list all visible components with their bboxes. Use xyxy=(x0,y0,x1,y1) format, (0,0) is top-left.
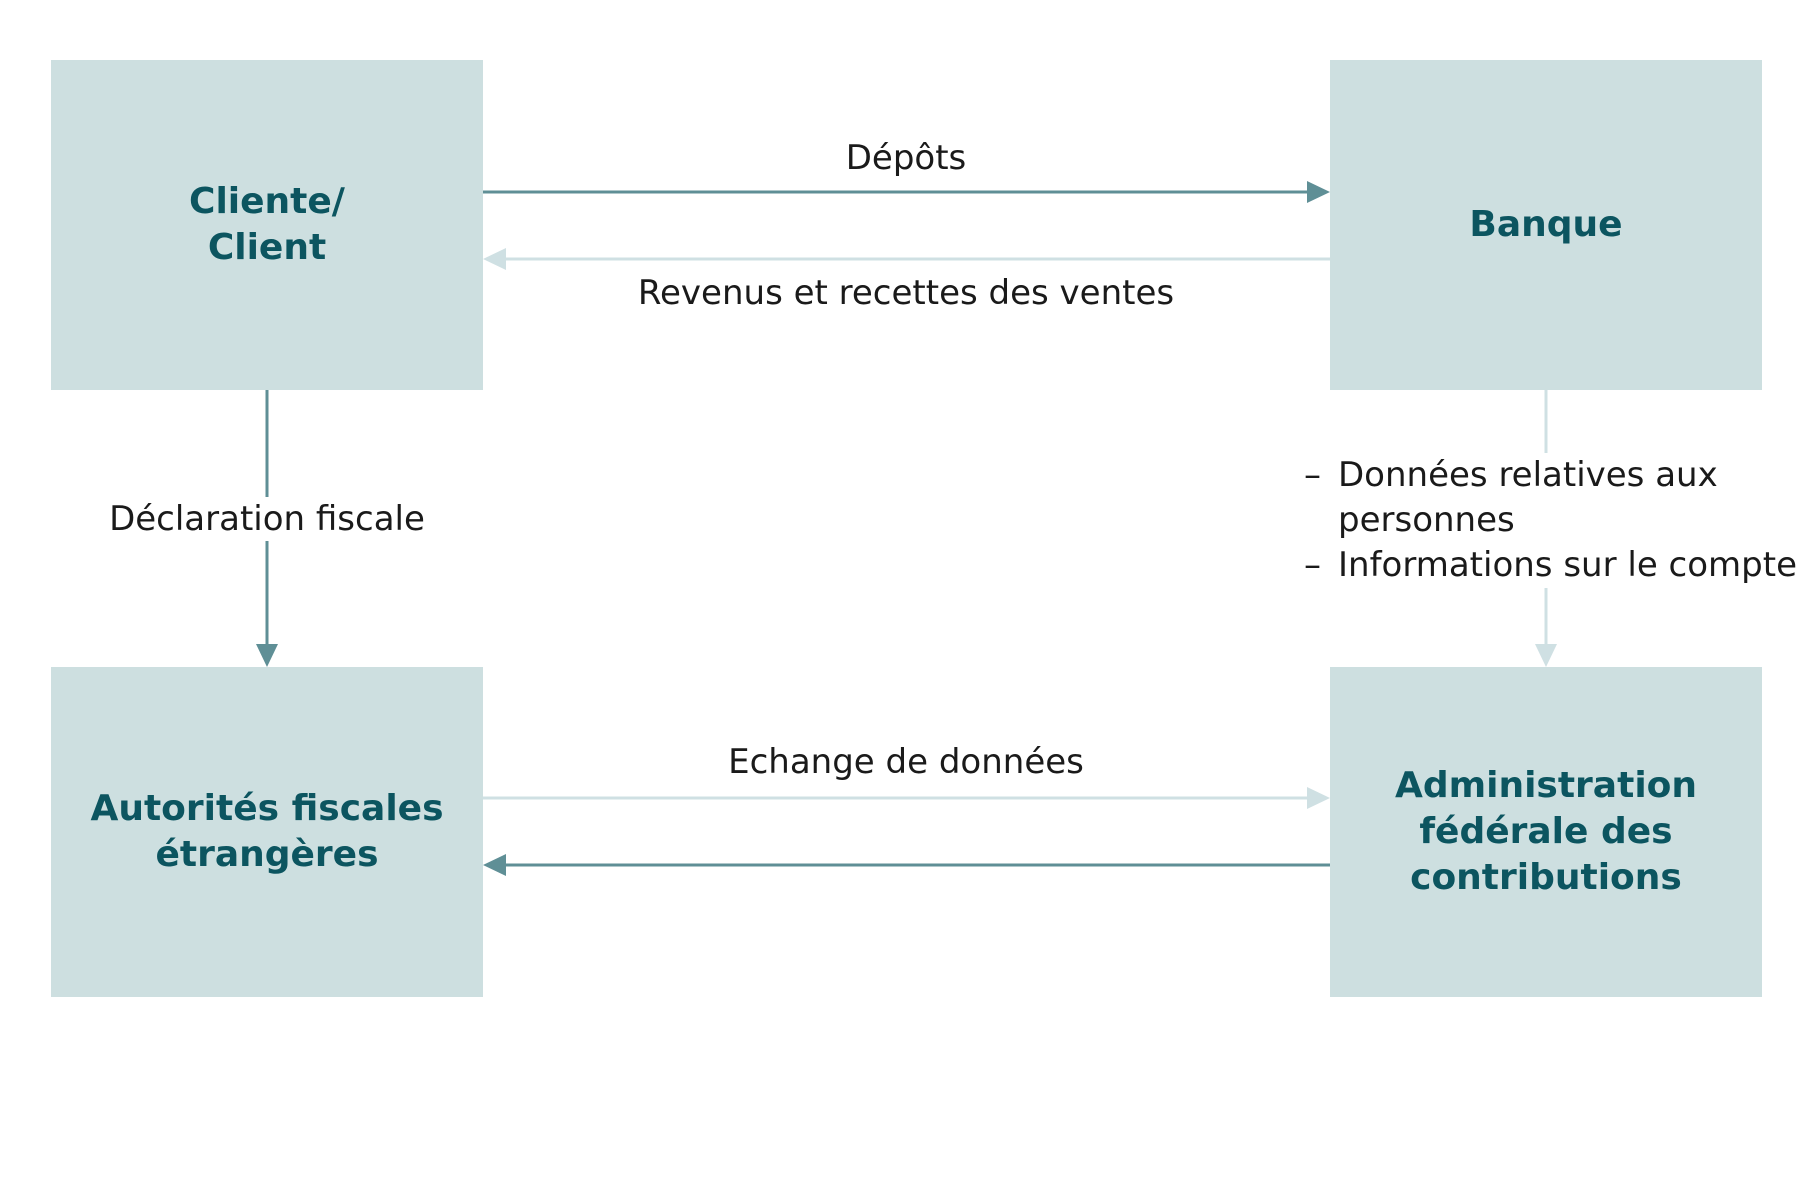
arrowhead-data-exchange xyxy=(1307,787,1330,809)
node-client: Cliente/ Client xyxy=(51,60,483,390)
node-foreign-tax-label: Autorités fiscales étrangères xyxy=(90,788,444,875)
edge-label-bank-to-admin: Données relatives aux personnes Informat… xyxy=(1304,453,1797,588)
arrowhead-revenues xyxy=(483,248,506,270)
node-federal-admin-label: Administration fédérale des contribution… xyxy=(1394,765,1698,898)
arrowhead-bank-to-admin xyxy=(1535,644,1557,667)
edge-label-revenues: Revenus et recettes des ventes xyxy=(637,273,1175,313)
arrowhead-tax-declaration xyxy=(256,644,278,667)
list-item-person-data: Données relatives aux personnes xyxy=(1304,453,1797,543)
node-client-label: Cliente/ Client xyxy=(189,181,345,268)
node-foreign-tax-authorities: Autorités fiscales étrangères xyxy=(51,667,483,997)
node-federal-tax-administration: Administration fédérale des contribution… xyxy=(1330,667,1762,997)
edge-label-deposits: Dépôts xyxy=(845,138,967,178)
node-bank-label: Banque xyxy=(1469,204,1623,245)
arrowhead-data-exchange-return xyxy=(483,854,506,876)
node-bank: Banque xyxy=(1330,60,1762,390)
edge-label-tax-declaration: Déclaration fiscale xyxy=(103,497,431,541)
list-item-account-info: Informations sur le compte xyxy=(1304,543,1797,588)
edge-label-data-exchange: Echange de données xyxy=(728,742,1084,782)
arrowhead-deposits xyxy=(1307,181,1330,203)
